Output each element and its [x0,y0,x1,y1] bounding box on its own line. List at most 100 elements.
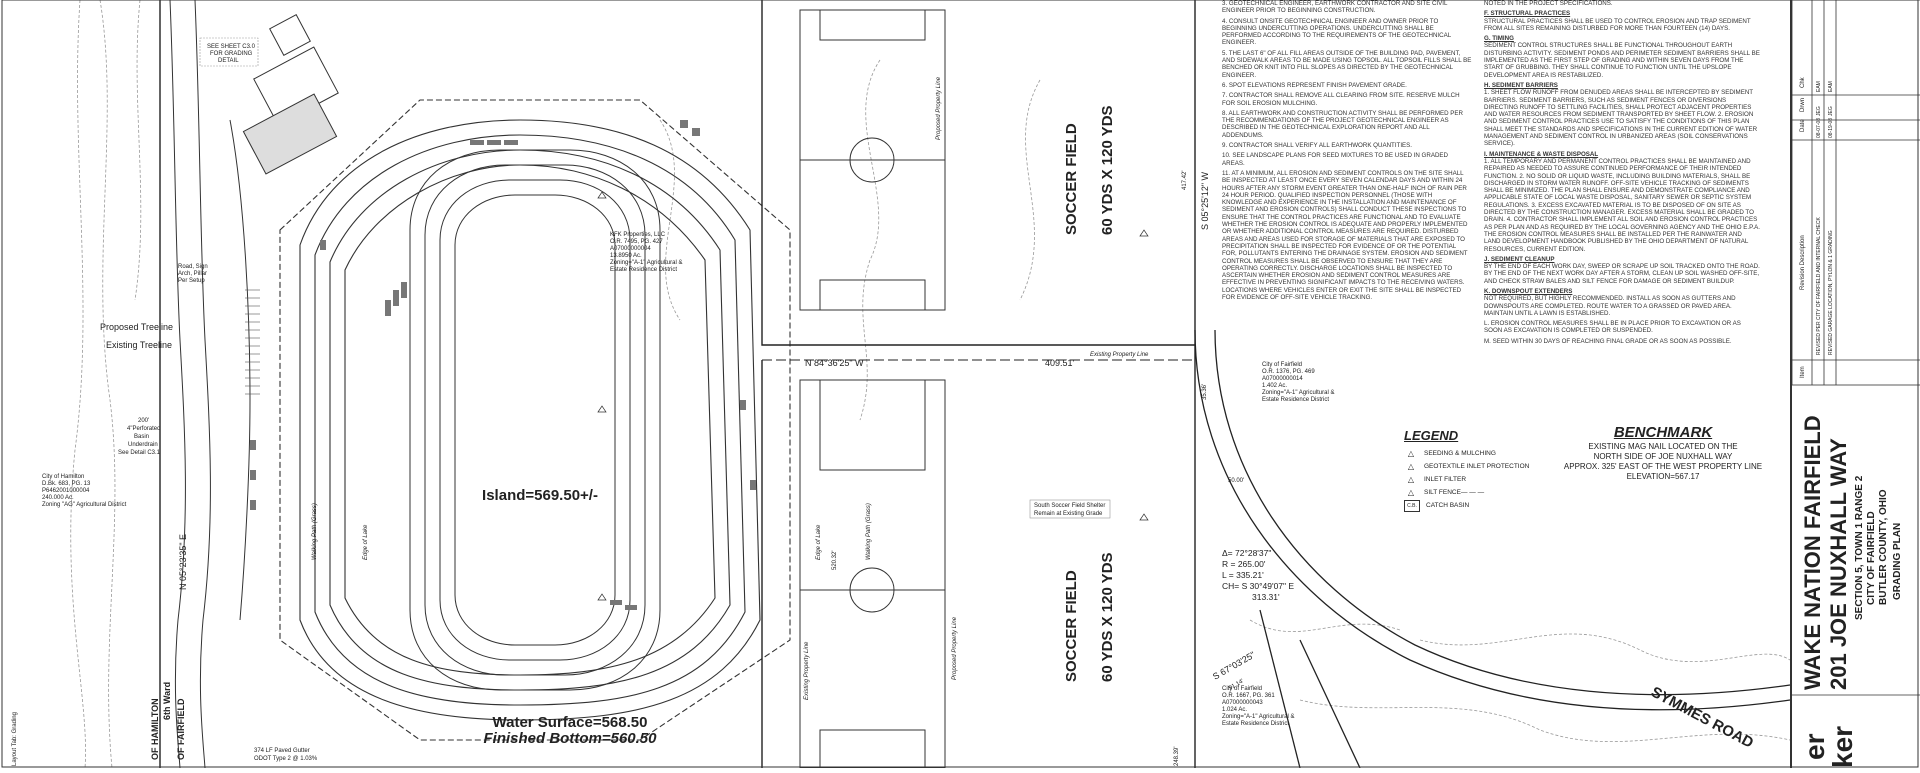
svg-text:Underdrain: Underdrain [128,442,158,448]
hamilton-parcel-label: City of Hamilton D.Bk. 683, PG. 13 P6462… [42,474,127,508]
title-block: Item Revision Description Date Drwn Chk … [1790,0,1920,768]
svg-text:240.000 Ac.: 240.000 Ac. [42,495,74,501]
water-surface-label: Water Surface=568.50 [493,714,648,731]
svg-text:City of Hamilton: City of Hamilton [42,474,84,480]
riprap-marks [250,120,756,610]
svg-text:Remain at Existing Grade: Remain at Existing Grade [1034,511,1103,517]
note-right-9: M. SEED WITHIN 30 DAYS OF REACHING FINAL… [1484,337,1732,345]
parking-stalls [245,289,260,395]
legend-item: △INLET FILTER [1404,473,1534,486]
rev-header-date: Date [1800,119,1806,132]
svg-text:Basin: Basin [134,434,149,440]
svg-text:Estate Residence District: Estate Residence District [610,267,677,273]
soccer-field-size-2: 60 YDS X 120 YDS [1099,552,1116,682]
svg-text:City of Fairfield: City of Fairfield [1222,686,1262,692]
svg-text:KFK Properties, LLC: KFK Properties, LLC [610,232,666,238]
rev-1-date: 08-07-08 [1816,118,1822,138]
svg-text:1.402 Ac.: 1.402 Ac. [1262,383,1287,389]
note-body: SEDIMENT CONTROL STRUCTURES SHALL BE FUN… [1484,42,1760,79]
entrance-drive [169,0,251,768]
curve-chord-length: 313.31' [1252,592,1280,602]
walking-path-label-2: Walking Path (Grass) [866,503,872,560]
svg-text:A07000000004: A07000000004 [610,246,651,252]
rev-2-date: 08-19-08 [1828,118,1834,138]
note-left-6: 8. ALL EARTHWORK AND CONSTRUCTION ACTIVI… [1222,109,1464,139]
finished-bottom-label: Finished Bottom=560.50 [484,730,658,747]
benchmark-line-2: NORTH SIDE OF JOE NUXHALL WAY [1593,452,1733,461]
gutter-note: 374 LF Paved Gutter ODOT Type 2 @ 1.03% [254,748,318,762]
proposed-treeline-label: Proposed Treeline [100,322,173,332]
svg-text:Zoning="A-1" Agricultural &: Zoning="A-1" Agricultural & [1222,714,1294,720]
property-line-label-2: Proposed Property Line [952,616,958,680]
ward-labels: OF HAMILTON 6th Ward OF FAIRFIELD [150,682,186,760]
legend-items: △SEEDING & MULCHING△GEOTEXTILE INLET PRO… [1404,447,1534,512]
svg-text:O.R. 1667, PG. 361: O.R. 1667, PG. 361 [1222,693,1275,699]
note-heading: K. DOWNSPOUT EXTENDERS [1484,287,1573,295]
legend-item-label: GEOTEXTILE INLET PROTECTION [1424,463,1530,470]
note-heading: F. STRUCTURAL PRACTICES [1484,10,1571,18]
dist-curve: 50.00' [1228,478,1244,484]
project-name: WAKE NATION FAIRFIELD [1800,415,1825,690]
note-left-1: 3. GEOTECHNICAL ENGINEER, EARTHWORK CONT… [1222,0,1448,15]
svg-text:6th Ward: 6th Ward [162,682,172,720]
soccer-field-name-1: SOCCER FIELD [1063,123,1080,235]
note-body: BY THE END OF EACH WORK DAY, SWEEP OR SC… [1484,263,1760,285]
sheet-title: GRADING PLAN [1892,523,1903,600]
note-left-3: 5. THE LAST 6" OF ALL FILL AREAS OUTSIDE… [1222,49,1472,79]
curve-length: L = 335.21' [1222,570,1264,580]
silt-fence-line: — — — [1460,489,1485,496]
rev-header-drwn: Drwn [1800,98,1806,112]
title-block-graphic: Item Revision Description Date Drwn Chk … [1791,0,1920,768]
legend-item-label: SILT FENCE [1424,489,1461,496]
curve-chord-bearing: CH= S 30°49'07" E [1222,581,1295,591]
svg-text:ODOT Type 2 @ 1.03%: ODOT Type 2 @ 1.03% [254,756,318,762]
bearing-left: N 05°23'35" E [178,534,188,590]
rev-1-chk: EAM [1816,81,1822,92]
project-section: SECTION 5, TOWN 1 RANGE 2 [1854,475,1865,620]
soccer-field-north [799,9,946,311]
project-address: 201 JOE NUXHALL WAY [1826,438,1851,690]
note-heading: H. SEDIMENT BARRIERS [1484,81,1558,89]
legend: LEGEND △SEEDING & MULCHING△GEOTEXTILE IN… [1404,428,1534,512]
distance-top: 409.51' [1045,358,1075,368]
svg-text:374 LF Paved Gutter: 374 LF Paved Gutter [254,748,310,754]
bearing-lower: S 67°03'25" [1211,650,1257,682]
svg-text:O.R. 1376, PG. 469: O.R. 1376, PG. 469 [1262,369,1315,375]
soccer-field-size-1: 60 YDS X 120 YDS [1099,105,1116,235]
benchmark: BENCHMARK EXISTING MAG NAIL LOCATED ON T… [1548,425,1778,482]
note-left-8: 10. SEE LANDSCAPE PLANS FOR SEED MIXTURE… [1222,152,1449,167]
dist-right: 417.42' [1182,171,1188,191]
soccer-field-south [799,379,946,768]
rev-1-drwn: JEG [1816,106,1822,116]
svg-text:1.024 Ac.: 1.024 Ac. [1222,707,1247,713]
spot-markers [597,191,1149,601]
island-label: Island=569.50+/- [482,487,598,504]
firm-name-fragment-2: ker [1827,726,1858,768]
note-right-1: NOTED IN THE PROJECT SPECIFICATIONS. [1484,0,1613,7]
bearing-right: S 05°25'12" W [1200,171,1210,230]
note-left-7: 9. CONTRACTOR SHALL VERIFY ALL EARTHWORK… [1222,142,1413,150]
svg-text:Arch, Pillar: Arch, Pillar [178,271,207,277]
svg-text:Estate Residence District: Estate Residence District [1262,397,1329,403]
svg-text:OF HAMILTON: OF HAMILTON [150,698,160,760]
existing-treeline-label: Existing Treeline [106,340,172,350]
svg-text:Road, Sign: Road, Sign [178,264,208,270]
note-heading: G. TIMING [1484,35,1514,43]
existing-property-line-label-2: Existing Property Line [804,641,810,700]
note-left-4: 6. SPOT ELEVATIONS REPRESENT FINISH PAVE… [1222,81,1407,89]
rev-2-drwn: JEG [1828,106,1834,116]
lake-outline [279,99,791,741]
legend-item: △GEOTEXTILE INLET PROTECTION [1404,460,1534,473]
bearing-top: N 84°36'25" W [805,358,864,368]
svg-text:South Soccer Field Shelter: South Soccer Field Shelter [1034,503,1105,509]
fairfield-parcel-label-2: City of Fairfield O.R. 1667, PG. 361 A07… [1222,686,1294,727]
curve-data: Δ= 72°28'37" R = 265.00' L = 335.21' CH=… [1222,548,1294,603]
svg-text:Zoning="A-1" Agricultural &: Zoning="A-1" Agricultural & [610,260,682,266]
svg-text:OF FAIRFIELD: OF FAIRFIELD [176,698,186,760]
note-heading: I. MAINTENANCE & WASTE DISPOSAL [1484,150,1599,158]
